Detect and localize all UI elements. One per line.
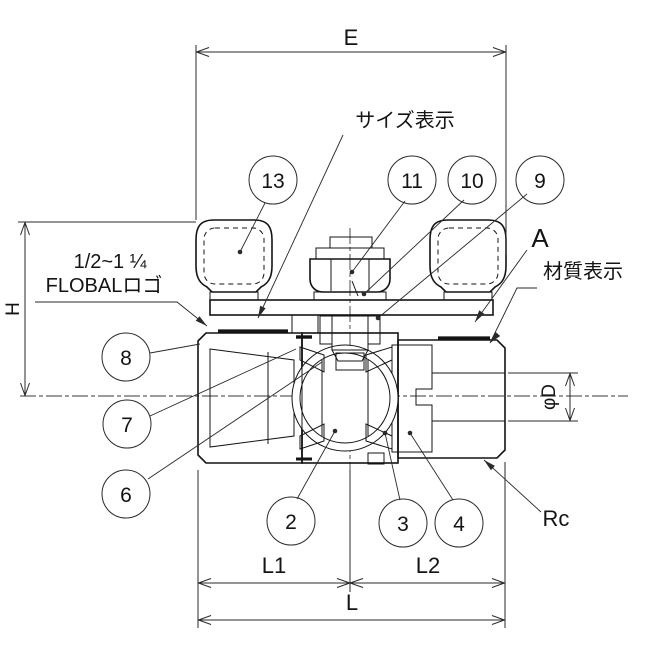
annotation-rc: Rc — [483, 459, 570, 531]
callout-9: 9 — [515, 155, 565, 205]
callout-10-number: 10 — [460, 170, 483, 193]
stem-nut — [309, 236, 391, 301]
dimension-e: E — [195, 25, 507, 255]
annotation-size-marking: サイズ表示 — [257, 109, 455, 319]
callout-10: 10 — [447, 155, 497, 205]
annotation-ref-a: A — [474, 223, 549, 323]
callout-3-number: 3 — [397, 513, 409, 536]
callout-2: 2 — [266, 496, 316, 546]
callout-7-number: 7 — [121, 414, 133, 437]
stem-and-gland — [319, 315, 381, 362]
handle-pedestal-left — [209, 291, 259, 301]
dim-label-h: H — [3, 302, 24, 316]
flobal-logo-label: FLOBALロゴ — [46, 274, 163, 297]
dim-label-l2: L2 — [416, 553, 440, 578]
callout-9-number: 9 — [534, 170, 546, 193]
dim-label-phid: φD — [539, 384, 560, 410]
handle-stop-tab — [291, 314, 319, 334]
dim-label-l1: L1 — [262, 553, 286, 578]
handle-wing-right — [429, 219, 507, 301]
handle-wing-left — [195, 219, 273, 301]
callout-8-number: 8 — [120, 347, 132, 370]
right-end-cap — [397, 339, 506, 459]
dimension-phid: φD — [508, 372, 578, 422]
dimension-l1-l2-l: L1 L2 L — [197, 462, 506, 628]
butterfly-handle — [195, 219, 507, 334]
material-marking-label: 材質表示 — [543, 260, 623, 283]
dim-label-e: E — [344, 25, 359, 50]
annotation-size-range-logo: 1/2~1 ¼ FLOBALロゴ — [35, 251, 208, 327]
valve-body — [197, 329, 506, 465]
ref-a-label: A — [531, 223, 549, 253]
size-marking-label: サイズ表示 — [355, 109, 454, 132]
size-range-label: 1/2~1 ¼ — [74, 251, 147, 273]
annotation-material-marking: 材質表示 — [489, 260, 623, 344]
callout-8: 8 — [101, 332, 151, 382]
stem-collar — [331, 349, 369, 362]
callout-6: 6 — [101, 469, 151, 519]
handle-pedestal-right — [443, 291, 493, 301]
ball — [299, 352, 391, 444]
callout-11: 11 — [387, 155, 437, 205]
callout-4-number: 4 — [453, 513, 465, 536]
dim-label-l: L — [346, 590, 358, 615]
callout-13: 13 — [248, 155, 298, 205]
callout-3: 3 — [378, 498, 428, 548]
rc-label: Rc — [543, 506, 570, 531]
callout-leaders — [147, 193, 528, 501]
callout-11-number: 11 — [401, 170, 423, 193]
callout-13-number: 13 — [261, 170, 284, 193]
right-port-bore — [415, 372, 506, 422]
dimension-h: H — [3, 221, 196, 397]
callout-7: 7 — [102, 399, 152, 449]
callout-4: 4 — [434, 498, 484, 548]
callout-2-number: 2 — [285, 511, 297, 534]
callout-6-number: 6 — [120, 484, 132, 507]
